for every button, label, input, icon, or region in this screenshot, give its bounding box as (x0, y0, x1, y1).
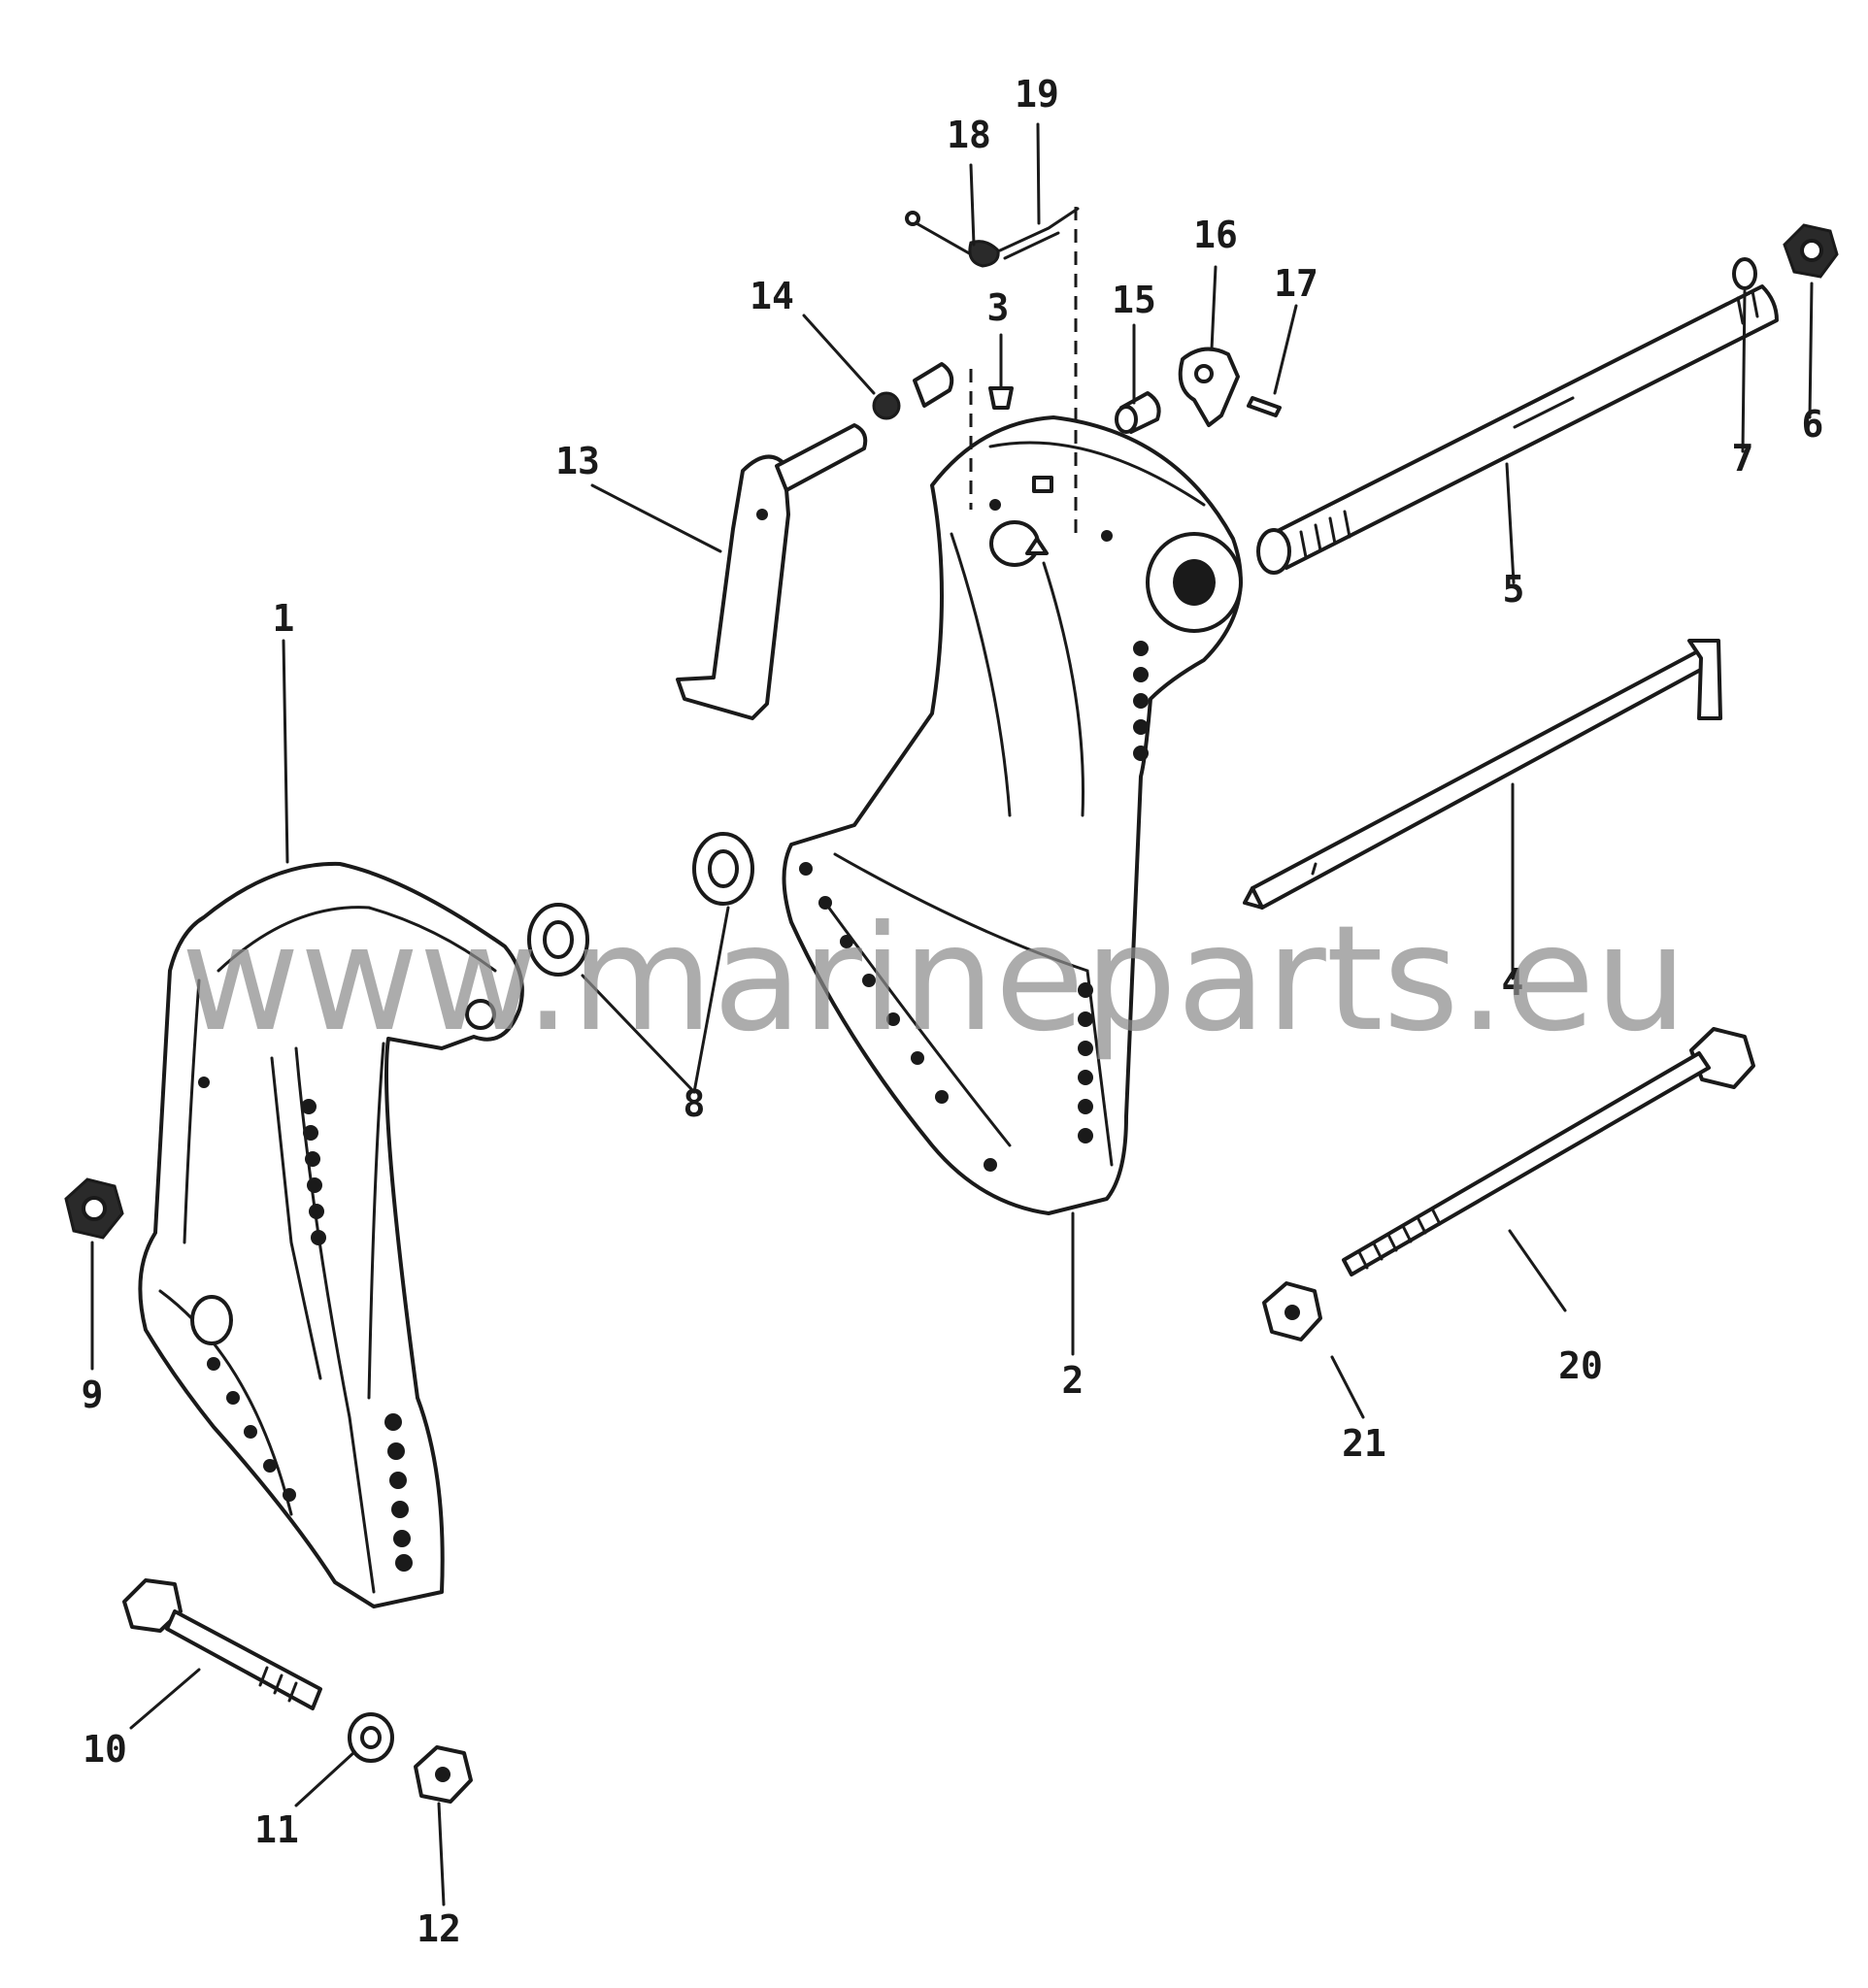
part-4-tilt-pin (1243, 639, 1722, 910)
part-10-bolt (122, 1578, 322, 1710)
part-12-nut (414, 1745, 473, 1804)
callout-16: 16 (1193, 214, 1238, 256)
part-14-nut-and-stud (872, 362, 954, 420)
part-3-screw (988, 386, 1014, 410)
callout-5: 5 (1503, 568, 1525, 611)
part-17-pin (1247, 396, 1282, 417)
callout-19: 19 (1015, 73, 1059, 116)
callout-15: 15 (1112, 279, 1156, 321)
callout-18: 18 (947, 114, 991, 156)
part-7-washer (1732, 257, 1757, 290)
part-21-nut (1262, 1281, 1322, 1342)
callout-3: 3 (987, 286, 1010, 329)
callout-21: 21 (1342, 1422, 1386, 1465)
callout-4: 4 (1502, 961, 1524, 1004)
clamp-1-adjust-holes (198, 1077, 413, 1572)
callout-9: 9 (82, 1374, 104, 1416)
callout-14: 14 (750, 275, 794, 317)
callout-1: 1 (273, 597, 295, 640)
callout-11: 11 (254, 1808, 299, 1851)
part-16-tilt-lock-cam (1178, 347, 1240, 427)
part-1-left-clamp-bracket (138, 861, 524, 1608)
part-6-nut (1783, 223, 1839, 279)
callout-13: 13 (555, 440, 600, 482)
swivel-2-adjust-holes (799, 499, 1149, 1172)
callout-6: 6 (1802, 403, 1824, 446)
part-18-spring (905, 211, 1000, 268)
callout-7: 7 (1732, 437, 1754, 480)
callout-17: 17 (1274, 262, 1318, 305)
leader-lines (90, 122, 1814, 1906)
part-19-cotter-pin (998, 207, 1080, 260)
part-9-nut (64, 1177, 124, 1240)
part-2-swivel-bracket (782, 415, 1243, 1215)
part-20-bolt (1342, 1027, 1755, 1276)
watermark-text: www.marineparts.eu (181, 895, 1687, 1064)
assembly-guide-lines (969, 207, 1078, 539)
part-8-washers (527, 832, 754, 977)
part-5-tilt-tube (1256, 284, 1779, 575)
part-13-tilt-lock-lever (676, 423, 868, 720)
part-11-washer (348, 1712, 394, 1763)
callout-2: 2 (1062, 1359, 1084, 1402)
callout-10: 10 (83, 1728, 127, 1771)
part-15-bushing (1115, 391, 1161, 434)
callout-12: 12 (417, 1907, 461, 1950)
callout-20: 20 (1558, 1344, 1603, 1387)
callout-labels: 1 2 3 4 5 6 7 8 9 10 11 12 13 14 15 16 1… (82, 73, 1824, 1950)
callout-8: 8 (684, 1082, 706, 1125)
